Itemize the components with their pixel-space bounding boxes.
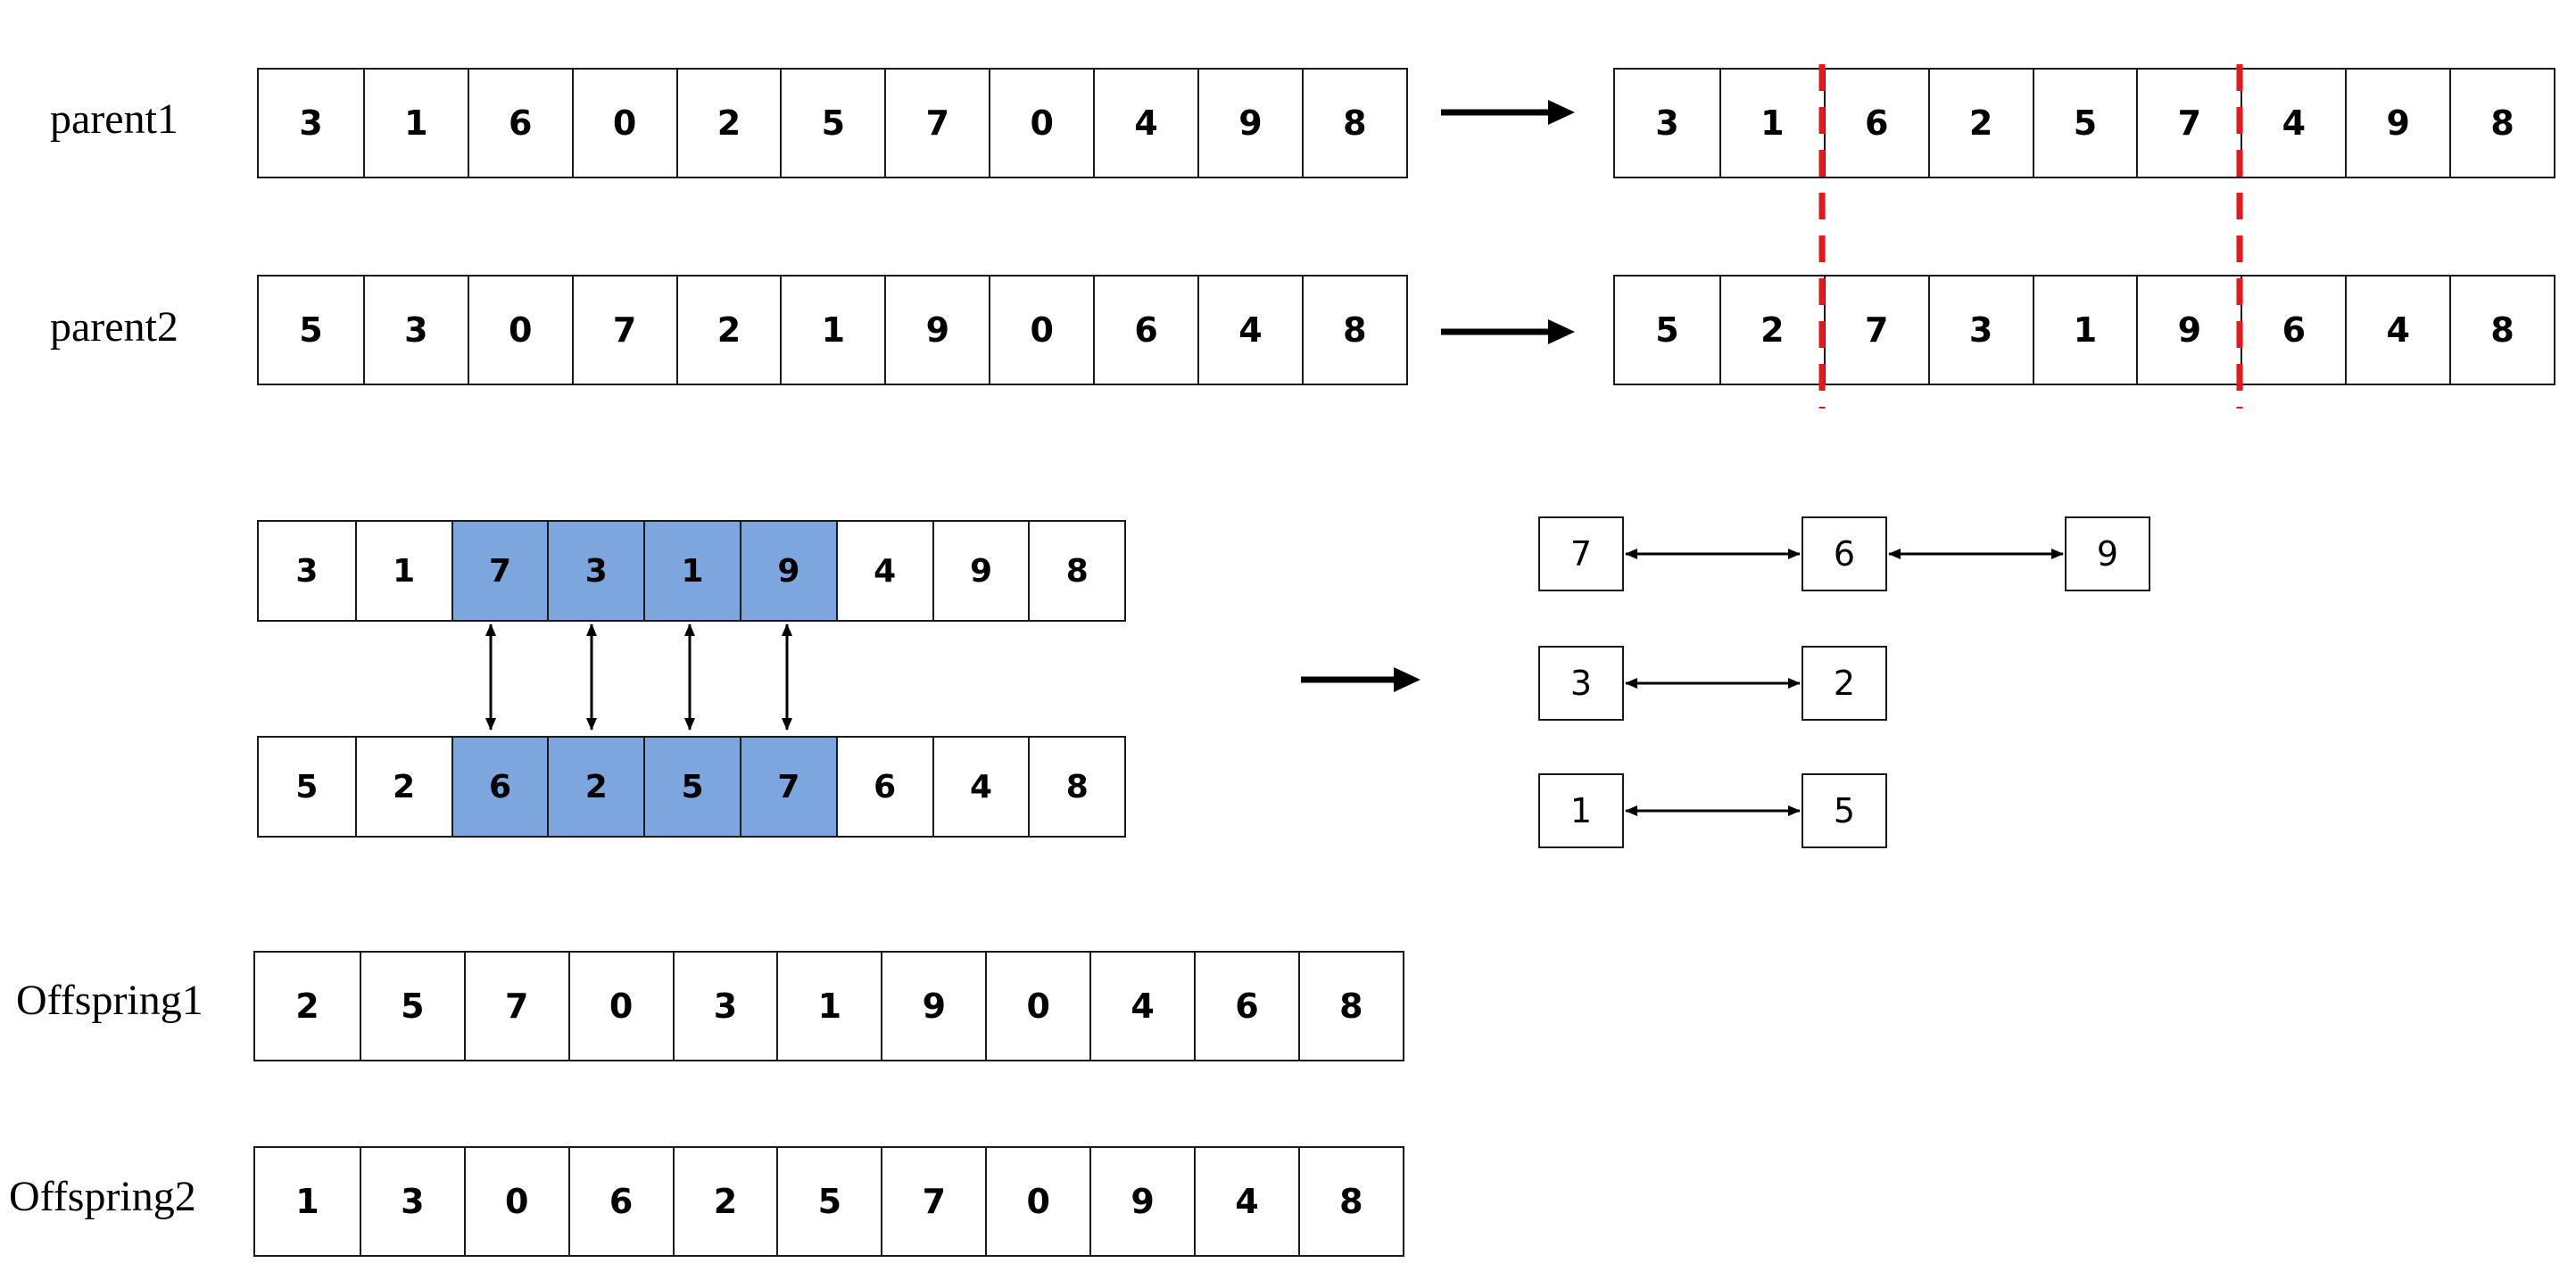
parent2-cell: 9 <box>884 277 989 384</box>
parent1-cut-cell: 9 <box>2345 70 2449 177</box>
parent2-cell: 0 <box>467 277 572 384</box>
parent1-cell: 8 <box>1301 70 1406 177</box>
parent2-cell: 5 <box>299 310 323 350</box>
offspring1-cell: 9 <box>881 953 985 1060</box>
swap-top-cell-highlighted: 3 <box>547 522 644 620</box>
parent1-cut-cell: 7 <box>2136 70 2241 177</box>
parent2-strip: 5 3 0 7 2 1 9 0 6 4 8 <box>257 275 1408 385</box>
parent1-cell: 4 <box>1093 70 1197 177</box>
parent2-label: parent2 <box>50 303 178 351</box>
parent2-cell: 6 <box>1093 277 1197 384</box>
offspring2-strip: 1 3 0 6 2 5 7 0 9 4 8 <box>253 1146 1404 1257</box>
parent2-cut-cell: 5 <box>1655 310 1679 350</box>
swap-top-cell: 9 <box>932 522 1029 620</box>
swap-top-cell: 8 <box>1028 522 1124 620</box>
offspring1-cell: 0 <box>985 953 1089 1060</box>
parent1-cell: 1 <box>362 70 468 177</box>
swap-bottom-cell: 8 <box>1028 738 1124 836</box>
swap-bottom-strip: 5 2 6 2 5 7 6 4 8 <box>257 736 1127 838</box>
mapping-box: 3 <box>1538 646 1624 721</box>
right-arrow-icon <box>1441 319 1575 344</box>
parent1-cell: 7 <box>884 70 989 177</box>
mapping-box: 2 <box>1802 646 1887 721</box>
swap-top-cell: 3 <box>295 552 319 590</box>
right-arrow-icon <box>1301 667 1421 692</box>
offspring1-cell: 8 <box>1297 953 1403 1060</box>
parent2-cut-strip: 5 2 7 3 1 9 6 4 8 <box>1613 275 2556 385</box>
parent1-cell: 5 <box>780 70 884 177</box>
offspring2-cell: 4 <box>1194 1148 1298 1255</box>
parent1-cell: 0 <box>989 70 1093 177</box>
swap-bottom-cell: 6 <box>835 738 932 836</box>
offspring1-cell: 5 <box>359 953 464 1060</box>
swap-bottom-cell: 4 <box>932 738 1029 836</box>
parent1-cell: 6 <box>467 70 572 177</box>
parent2-cut-cell: 9 <box>2136 277 2241 384</box>
swap-bottom-cell-highlighted: 2 <box>547 738 644 836</box>
parent1-cut-cell: 8 <box>2449 70 2554 177</box>
parent2-cell: 7 <box>571 277 676 384</box>
parent2-cut-cell: 1 <box>2032 277 2137 384</box>
swap-bottom-cell-highlighted: 6 <box>451 738 548 836</box>
parent1-cut-cell: 3 <box>1655 103 1679 143</box>
parent2-cut-cell: 2 <box>1719 277 1824 384</box>
parent2-cut-cell: 8 <box>2449 277 2554 384</box>
swap-bottom-cell: 2 <box>354 738 451 836</box>
offspring2-cell: 1 <box>295 1182 319 1221</box>
swap-top-cell: 4 <box>835 522 932 620</box>
parent1-cell: 3 <box>299 103 323 143</box>
parent1-cut-cell: 1 <box>1719 70 1824 177</box>
mapping-box: 1 <box>1538 773 1624 848</box>
offspring2-cell: 7 <box>881 1148 985 1255</box>
parent1-cell: 9 <box>1197 70 1302 177</box>
mapping-box: 9 <box>2065 516 2150 591</box>
parent2-cell: 3 <box>362 277 468 384</box>
offspring2-cell: 2 <box>672 1148 777 1255</box>
parent1-cell: 0 <box>571 70 676 177</box>
offspring1-cell: 7 <box>463 953 568 1060</box>
parent2-cell: 2 <box>675 277 781 384</box>
mapping-box: 5 <box>1802 773 1887 848</box>
parent2-cell: 1 <box>780 277 884 384</box>
swap-top-strip: 3 1 7 3 1 9 4 9 8 <box>257 520 1127 622</box>
offspring1-cell: 3 <box>672 953 777 1060</box>
swap-top-cell-highlighted: 9 <box>739 522 836 620</box>
offspring1-cell: 0 <box>567 953 673 1060</box>
parent2-cell: 4 <box>1197 277 1302 384</box>
parent1-cell: 2 <box>675 70 781 177</box>
offspring2-cell: 8 <box>1297 1148 1403 1255</box>
swap-bottom-cell: 5 <box>295 768 319 805</box>
parent1-strip: 3 1 6 0 2 5 7 0 4 9 8 <box>257 68 1408 178</box>
offspring2-cell: 0 <box>463 1148 568 1255</box>
offspring1-cell: 2 <box>295 987 319 1026</box>
offspring1-label: Offspring1 <box>16 977 203 1024</box>
offspring1-cell: 4 <box>1089 953 1194 1060</box>
parent2-cut-cell: 4 <box>2345 277 2449 384</box>
offspring2-cell: 0 <box>985 1148 1089 1255</box>
offspring2-cell: 6 <box>567 1148 673 1255</box>
mapping-box: 7 <box>1538 516 1624 591</box>
parent1-label: parent1 <box>50 95 178 143</box>
parent2-cut-cell: 3 <box>1927 277 2033 384</box>
offspring1-cell: 1 <box>776 953 881 1060</box>
swap-bottom-cell-highlighted: 7 <box>739 738 836 836</box>
offspring2-cell: 9 <box>1089 1148 1194 1255</box>
mapping-box: 6 <box>1802 516 1887 591</box>
offspring2-label: Offspring2 <box>9 1173 196 1220</box>
offspring1-cell: 6 <box>1194 953 1298 1060</box>
parent2-cell: 0 <box>989 277 1093 384</box>
swap-top-cell-highlighted: 7 <box>451 522 548 620</box>
swap-top-cell-highlighted: 1 <box>643 522 740 620</box>
right-arrow-icon <box>1441 100 1575 125</box>
swap-top-cell: 1 <box>354 522 451 620</box>
parent2-cell: 8 <box>1301 277 1406 384</box>
parent1-cut-cell: 2 <box>1927 70 2033 177</box>
offspring2-cell: 3 <box>359 1148 464 1255</box>
offspring1-strip: 2 5 7 0 3 1 9 0 4 6 8 <box>253 951 1404 1061</box>
parent1-cut-cell: 5 <box>2032 70 2137 177</box>
swap-bottom-cell-highlighted: 5 <box>643 738 740 836</box>
offspring2-cell: 5 <box>776 1148 881 1255</box>
